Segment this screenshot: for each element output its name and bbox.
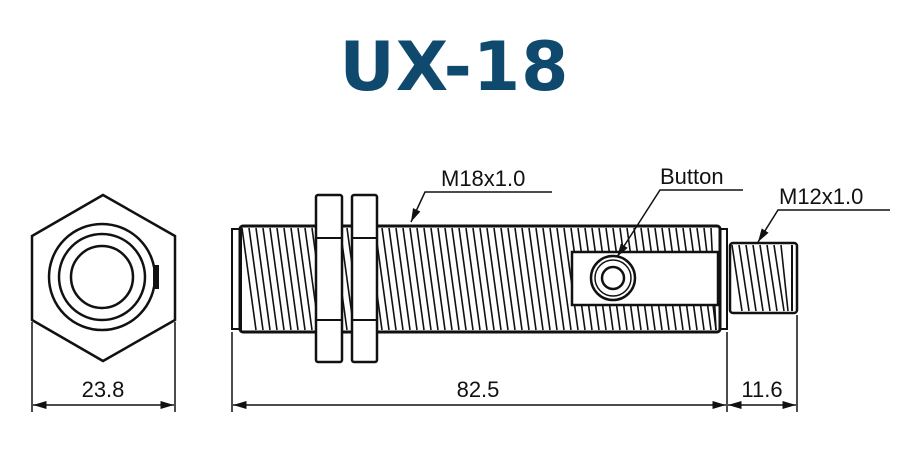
thread-line: [738, 244, 750, 312]
body-length-dimension: 82.5: [457, 377, 500, 402]
thread-line: [514, 227, 530, 331]
thread-line: [549, 227, 565, 331]
thread-line: [535, 227, 551, 331]
hex-end-view: [30, 193, 177, 363]
thread-line: [437, 227, 453, 331]
thread-line: [423, 227, 439, 331]
thread-line: [465, 227, 481, 331]
thread-line: [283, 227, 299, 331]
thread-line: [276, 227, 292, 331]
button-label: Button: [660, 164, 724, 189]
thread-line: [416, 227, 432, 331]
connector-length-dimension: 11.6: [741, 377, 782, 402]
lock-nuts: [314, 193, 379, 364]
thread-line: [745, 244, 757, 312]
thread-line: [451, 227, 467, 331]
thread-line: [444, 227, 460, 331]
leader-lines: [410, 189, 890, 258]
thread-line: [486, 227, 502, 331]
thread-line: [472, 227, 488, 331]
button-window: [570, 250, 720, 307]
connector-thread: [728, 241, 799, 315]
thread-line: [731, 244, 743, 312]
thread-line: [759, 244, 771, 312]
thread-line: [381, 227, 397, 331]
connector-thread-label: M12x1.0: [779, 184, 863, 209]
thread-line: [752, 244, 764, 312]
thread-line: [766, 244, 778, 312]
thread-line: [395, 227, 411, 331]
extension-lines: [31, 315, 798, 412]
thread-line: [262, 227, 278, 331]
hex-width-dimension: 23.8: [82, 377, 125, 402]
main-thread-label: M18x1.0: [441, 166, 525, 191]
thread-line: [542, 227, 558, 331]
product-title: UX-18: [339, 28, 570, 107]
thread-line: [402, 227, 418, 331]
thread-line: [388, 227, 404, 331]
thread-line: [780, 244, 789, 312]
thread-line: [773, 244, 785, 312]
thread-line: [521, 227, 537, 331]
thread-line: [507, 227, 523, 331]
thread-line: [409, 227, 425, 331]
thread-line: [297, 227, 313, 331]
thread-line: [430, 227, 446, 331]
thread-line: [493, 227, 509, 331]
thread-line: [528, 227, 544, 331]
thread-line: [556, 227, 572, 331]
thread-line: [290, 227, 306, 331]
thread-line: [269, 227, 285, 331]
thread-line: [479, 227, 495, 331]
thread-line: [458, 227, 474, 331]
thread-line: [248, 227, 264, 331]
thread-line: [500, 227, 516, 331]
thread-line: [241, 227, 257, 331]
thread-line: [255, 227, 271, 331]
